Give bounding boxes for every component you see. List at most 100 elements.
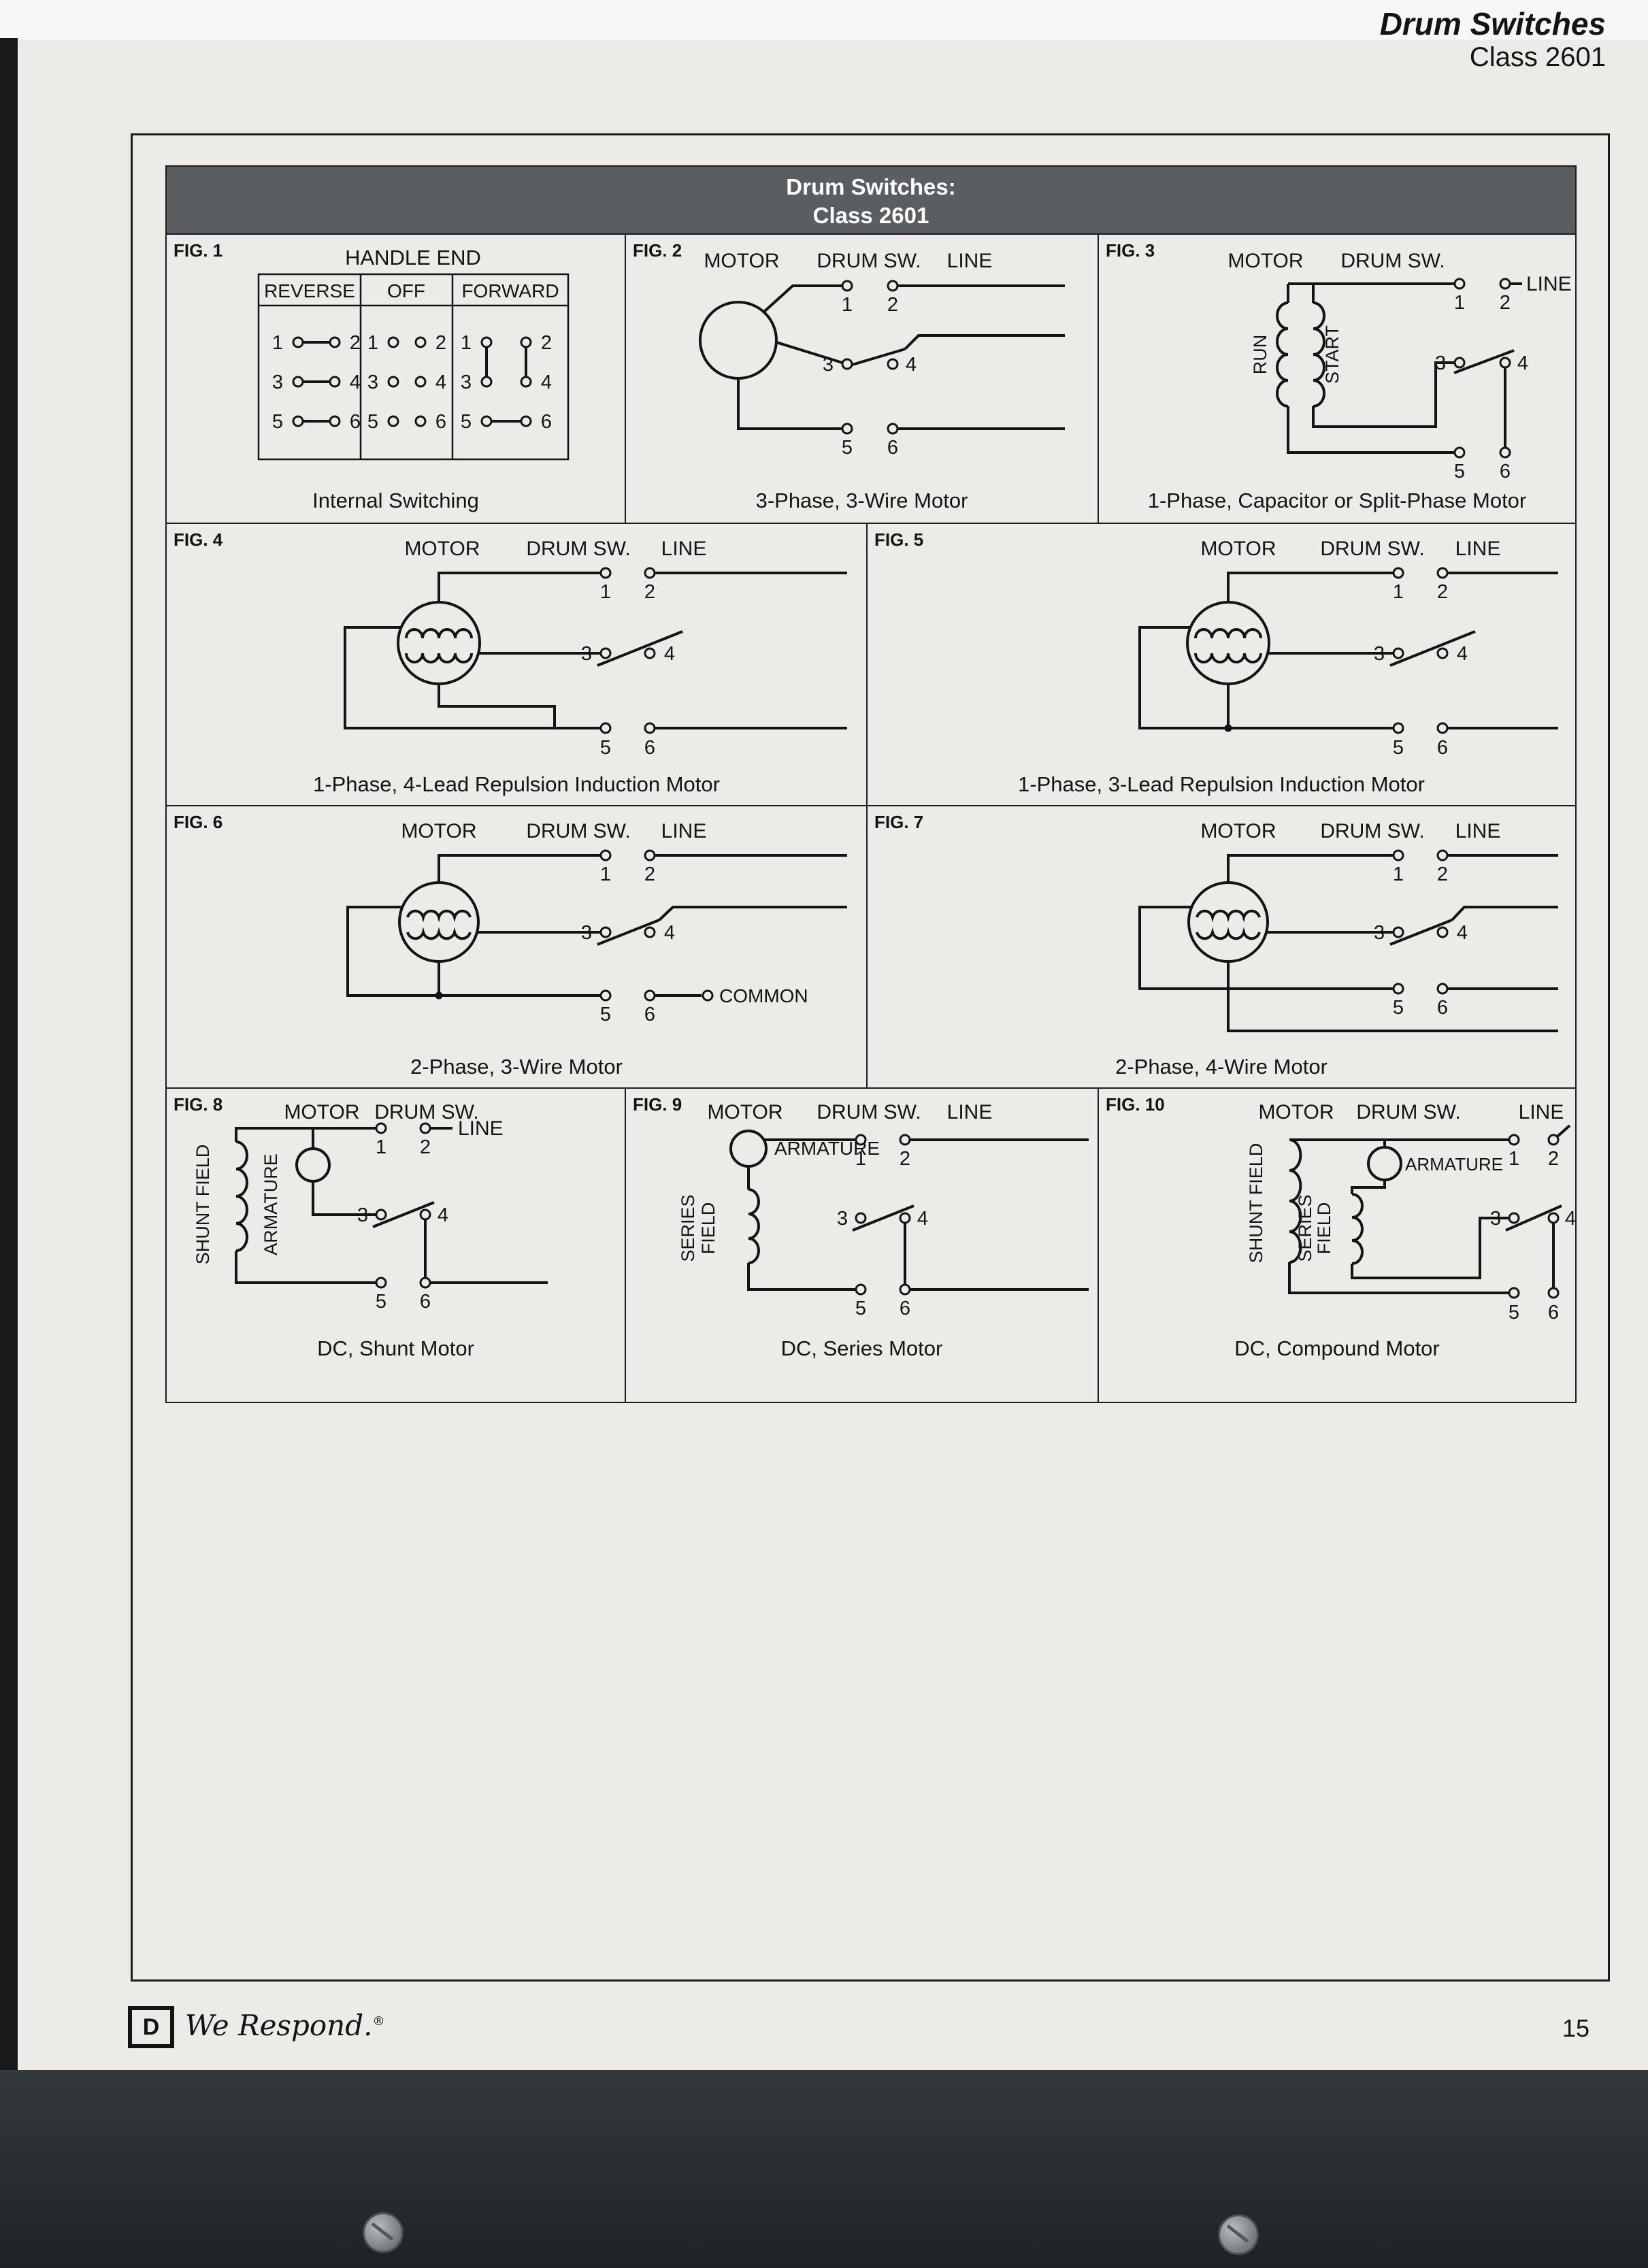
armature-circle (295, 1147, 331, 1183)
tagline-text: We Respond. (185, 2009, 373, 2042)
switch-blade (852, 1204, 914, 1232)
svg-text:1: 1 (855, 1148, 866, 1170)
svg-text:6: 6 (644, 737, 655, 759)
field-label: FIELD (1314, 1202, 1334, 1255)
terminal-numbers: 1 2 3 4 5 6 (1374, 864, 1468, 1019)
start-coil (1313, 301, 1325, 408)
fig5-caption: 1-Phase, 3-Lead Repulsion Induction Moto… (1018, 772, 1425, 796)
fig6-panel: FIG. 6 MOTOR DRUM SW. LINE (167, 806, 868, 1089)
svg-text:2: 2 (900, 1148, 910, 1170)
fig1-col-forward: FORWARD (461, 280, 559, 301)
svg-text:5: 5 (461, 411, 472, 433)
figures-panel: Drum Switches: Class 2601 FIG. 1 HANDLE … (165, 165, 1577, 1403)
switch-blade (1389, 919, 1453, 946)
drum-terminals (1508, 1134, 1560, 1299)
switch-blade (372, 1201, 435, 1228)
wires (1288, 1124, 1571, 1294)
svg-text:3: 3 (461, 372, 472, 393)
motor-circle (1186, 601, 1270, 685)
svg-text:6: 6 (541, 411, 552, 433)
line-header: LINE (661, 820, 707, 842)
wires (1138, 572, 1558, 729)
drum-terminals (599, 849, 714, 1002)
svg-text:2: 2 (541, 332, 552, 354)
svg-text:6: 6 (420, 1291, 431, 1313)
switch-blade (1453, 349, 1515, 374)
drum-terminals (599, 567, 656, 734)
fig10-diagram: MOTOR DRUM SW. LINE SHUNT FIELD SERIES F… (1246, 1101, 1575, 1324)
motor-header: MOTOR (1200, 820, 1276, 842)
armature-circle (729, 1130, 768, 1168)
series-field-coil (748, 1188, 760, 1264)
svg-text:3: 3 (837, 1208, 848, 1230)
svg-text:3: 3 (1490, 1208, 1501, 1230)
fig1-label: FIG. 1 (174, 240, 223, 261)
svg-text:5: 5 (600, 737, 611, 759)
motor-header: MOTOR (1258, 1101, 1334, 1123)
drum-sw-header: DRUM SW. (526, 538, 630, 560)
line-header: LINE (947, 250, 993, 272)
fig5-diagram: MOTOR DRUM SW. LINE (1138, 538, 1558, 759)
fig2-diagram: MOTOR DRUM SW. LINE 1 2 (699, 250, 1065, 459)
fig5-panel: FIG. 5 MOTOR DRUM SW. LINE (868, 524, 1575, 806)
fig4-label: FIG. 4 (174, 529, 223, 550)
motor-header: MOTOR (1227, 250, 1303, 272)
line-header: LINE (661, 538, 707, 560)
switch-blade (597, 630, 683, 667)
switch-blade (1389, 630, 1476, 667)
drum-terminals (841, 280, 899, 435)
svg-text:1: 1 (1454, 292, 1465, 314)
drum-sw-header: DRUM SW. (1320, 820, 1424, 842)
motor-windings (405, 628, 473, 663)
svg-text:2: 2 (350, 332, 361, 354)
fig1-caption: Internal Switching (312, 489, 479, 512)
fig9-diagram: MOTOR DRUM SW. LINE ARMATURE SERIES FIEL… (678, 1101, 1089, 1319)
drum-terminals (1392, 567, 1449, 734)
svg-text:4: 4 (435, 372, 446, 393)
svg-text:4: 4 (906, 354, 917, 376)
drum-terminals (1453, 278, 1511, 459)
svg-text:3: 3 (272, 372, 283, 393)
armature-circle (1367, 1146, 1402, 1181)
line-header: LINE (1455, 538, 1501, 560)
wires (1138, 854, 1558, 1032)
svg-text:6: 6 (887, 437, 898, 459)
drum-terminals (855, 1134, 911, 1296)
brand-tagline: We Respond.® (185, 2009, 384, 2042)
svg-text:1: 1 (272, 332, 283, 354)
fig9-caption: DC, Series Motor (780, 1336, 943, 1360)
drum-sw-header: DRUM SW. (817, 250, 921, 272)
drum-sw-header: DRUM SW. (817, 1101, 921, 1123)
drum-sw-header: DRUM SW. (526, 820, 630, 842)
svg-text:5: 5 (1509, 1302, 1519, 1324)
svg-text:1: 1 (1393, 864, 1404, 885)
svg-text:1: 1 (1509, 1148, 1519, 1170)
motor-circle (397, 601, 481, 685)
series-field-coil (1351, 1193, 1364, 1265)
svg-text:6: 6 (350, 411, 361, 433)
fig2-caption: 3-Phase, 3-Wire Motor (755, 489, 968, 512)
svg-text:5: 5 (272, 411, 283, 433)
svg-text:4: 4 (1565, 1208, 1575, 1230)
motor-header: MOTOR (704, 250, 779, 272)
screw-icon (363, 2212, 403, 2253)
motor-windings (406, 909, 472, 940)
fig1-col-reverse: REVERSE (264, 280, 355, 301)
junction-dot (1224, 724, 1232, 732)
svg-text:2: 2 (420, 1136, 431, 1158)
svg-text:5: 5 (842, 437, 853, 459)
fig7-label: FIG. 7 (874, 812, 924, 832)
switch-blade (597, 919, 660, 946)
fig4-diagram: MOTOR DRUM SW. LINE (344, 538, 847, 759)
svg-text:6: 6 (1548, 1302, 1559, 1324)
shunt-field-coil (1289, 1138, 1302, 1264)
svg-text:5: 5 (367, 411, 378, 433)
fig8-panel: FIG. 8 MOTOR DRUM SW. LINE SHUNT FIELD A… (167, 1089, 626, 1402)
drum-terminals (1392, 849, 1449, 995)
fig3-label: FIG. 3 (1106, 240, 1155, 261)
motor-header: MOTOR (401, 820, 476, 842)
svg-text:2: 2 (1437, 581, 1448, 603)
svg-text:5: 5 (1393, 997, 1404, 1019)
terminal-numbers: 1 2 3 4 5 6 (823, 294, 917, 459)
wires (737, 284, 1065, 430)
